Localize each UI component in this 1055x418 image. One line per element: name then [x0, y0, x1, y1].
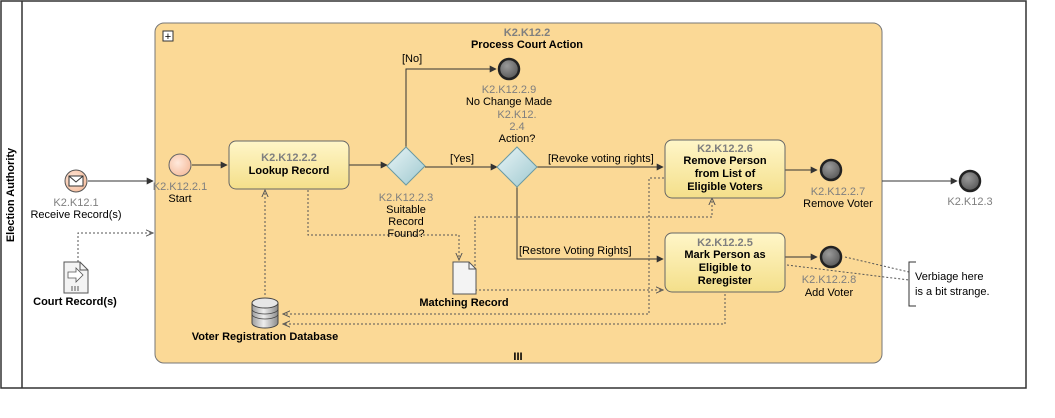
add-voter-end-event[interactable] — [819, 245, 843, 269]
text-annotation[interactable] — [908, 261, 1011, 307]
gateway-action-label: Action? — [499, 133, 536, 145]
lookup-record-task[interactable] — [228, 140, 350, 190]
no-change-id: K2.K12.2.9 — [482, 84, 536, 96]
note-line-2: is a bit strange. — [915, 286, 990, 298]
note-connector-1 — [786, 264, 910, 281]
expand-marker-label: + — [165, 31, 171, 43]
remove-task-label-2: from List of — [695, 168, 756, 180]
flow-label-revoke: [Revoke voting rights] — [548, 153, 654, 165]
assoc-court-record[interactable] — [77, 233, 153, 262]
gateway-action-id-1: K2.K12. — [497, 109, 536, 121]
flow-label-restore: [Restore Voting Rights] — [519, 245, 632, 257]
receive-event-id: K2.K12.1 — [53, 197, 98, 209]
no-change-end-event[interactable] — [497, 57, 521, 81]
expand-marker[interactable] — [162, 30, 174, 42]
court-records-label: Court Record(s) — [33, 296, 117, 308]
lookup-task-label: Lookup Record — [249, 165, 330, 177]
multi-instance-marker: III — [513, 351, 522, 363]
database-label: Voter Registration Database — [192, 331, 339, 343]
mark-task-label-3: Reregister — [698, 275, 753, 287]
flow-no[interactable] — [405, 65, 497, 147]
flow-label-no: [No] — [402, 53, 422, 65]
add-end-label: Add Voter — [805, 287, 854, 299]
flow-restore[interactable] — [516, 187, 664, 263]
remove-task-label-3: Eligible Voters — [687, 181, 763, 193]
flow-label-yes: [Yes] — [450, 153, 474, 165]
input-arrow-icon — [67, 267, 84, 283]
remove-task-id: K2.K12.2.6 — [697, 143, 753, 155]
gateway-action-id-2: 2.4 — [509, 121, 524, 133]
assoc-remove-to-db[interactable] — [283, 177, 664, 314]
matching-record-data-object[interactable] — [452, 261, 477, 295]
collection-marker-icon — [71, 286, 79, 291]
lookup-task-id: K2.K12.2.2 — [261, 152, 317, 164]
mark-task-label-1: Mark Person as — [684, 249, 765, 261]
mark-task-label-2: Eligible to — [699, 262, 752, 274]
subprocess-title: Process Court Action — [471, 39, 583, 51]
matching-record-label: Matching Record — [419, 297, 508, 309]
remove-task-label-1: Remove Person — [683, 155, 766, 167]
gateway-action[interactable] — [496, 146, 538, 188]
outer-end-event[interactable] — [958, 169, 982, 193]
remove-voter-end-event[interactable] — [819, 158, 843, 182]
subprocess-id: K2.K12.2 — [504, 27, 550, 39]
note-connector-2 — [844, 256, 910, 273]
outer-end-id: K2.K12.3 — [947, 196, 992, 208]
receive-event-label: Receive Record(s) — [30, 209, 121, 221]
assoc-lookup-to-matching[interactable] — [307, 190, 459, 260]
lane-label: Election Authority — [5, 147, 17, 242]
gateway-suitable-record[interactable] — [386, 146, 426, 186]
remove-end-id: K2.K12.2.7 — [811, 186, 865, 198]
start-event-id: K2.K12.2.1 — [153, 181, 207, 193]
remove-person-task[interactable] — [664, 139, 786, 199]
gateway-suitable-label-3: Found? — [387, 228, 424, 240]
note-line-1: Verbiage here — [915, 271, 984, 283]
gateway-suitable-label-1: Suitable — [386, 204, 426, 216]
start-event[interactable] — [168, 153, 192, 177]
no-change-label: No Change Made — [466, 96, 552, 108]
start-event-label: Start — [168, 193, 191, 205]
court-records-data-object[interactable] — [63, 261, 89, 294]
envelope-icon — [68, 175, 84, 187]
mark-task-id: K2.K12.2.5 — [697, 237, 753, 249]
assoc-mark-to-db[interactable] — [283, 290, 726, 324]
mark-person-task[interactable] — [664, 232, 786, 293]
voter-registration-database[interactable] — [251, 297, 279, 329]
receive-records-event[interactable] — [64, 169, 88, 193]
gateway-suitable-id: K2.K12.2.3 — [379, 192, 433, 204]
remove-end-label: Remove Voter — [803, 198, 873, 210]
add-end-id: K2.K12.2.8 — [802, 274, 856, 286]
gateway-suitable-label-2: Record — [388, 216, 423, 228]
